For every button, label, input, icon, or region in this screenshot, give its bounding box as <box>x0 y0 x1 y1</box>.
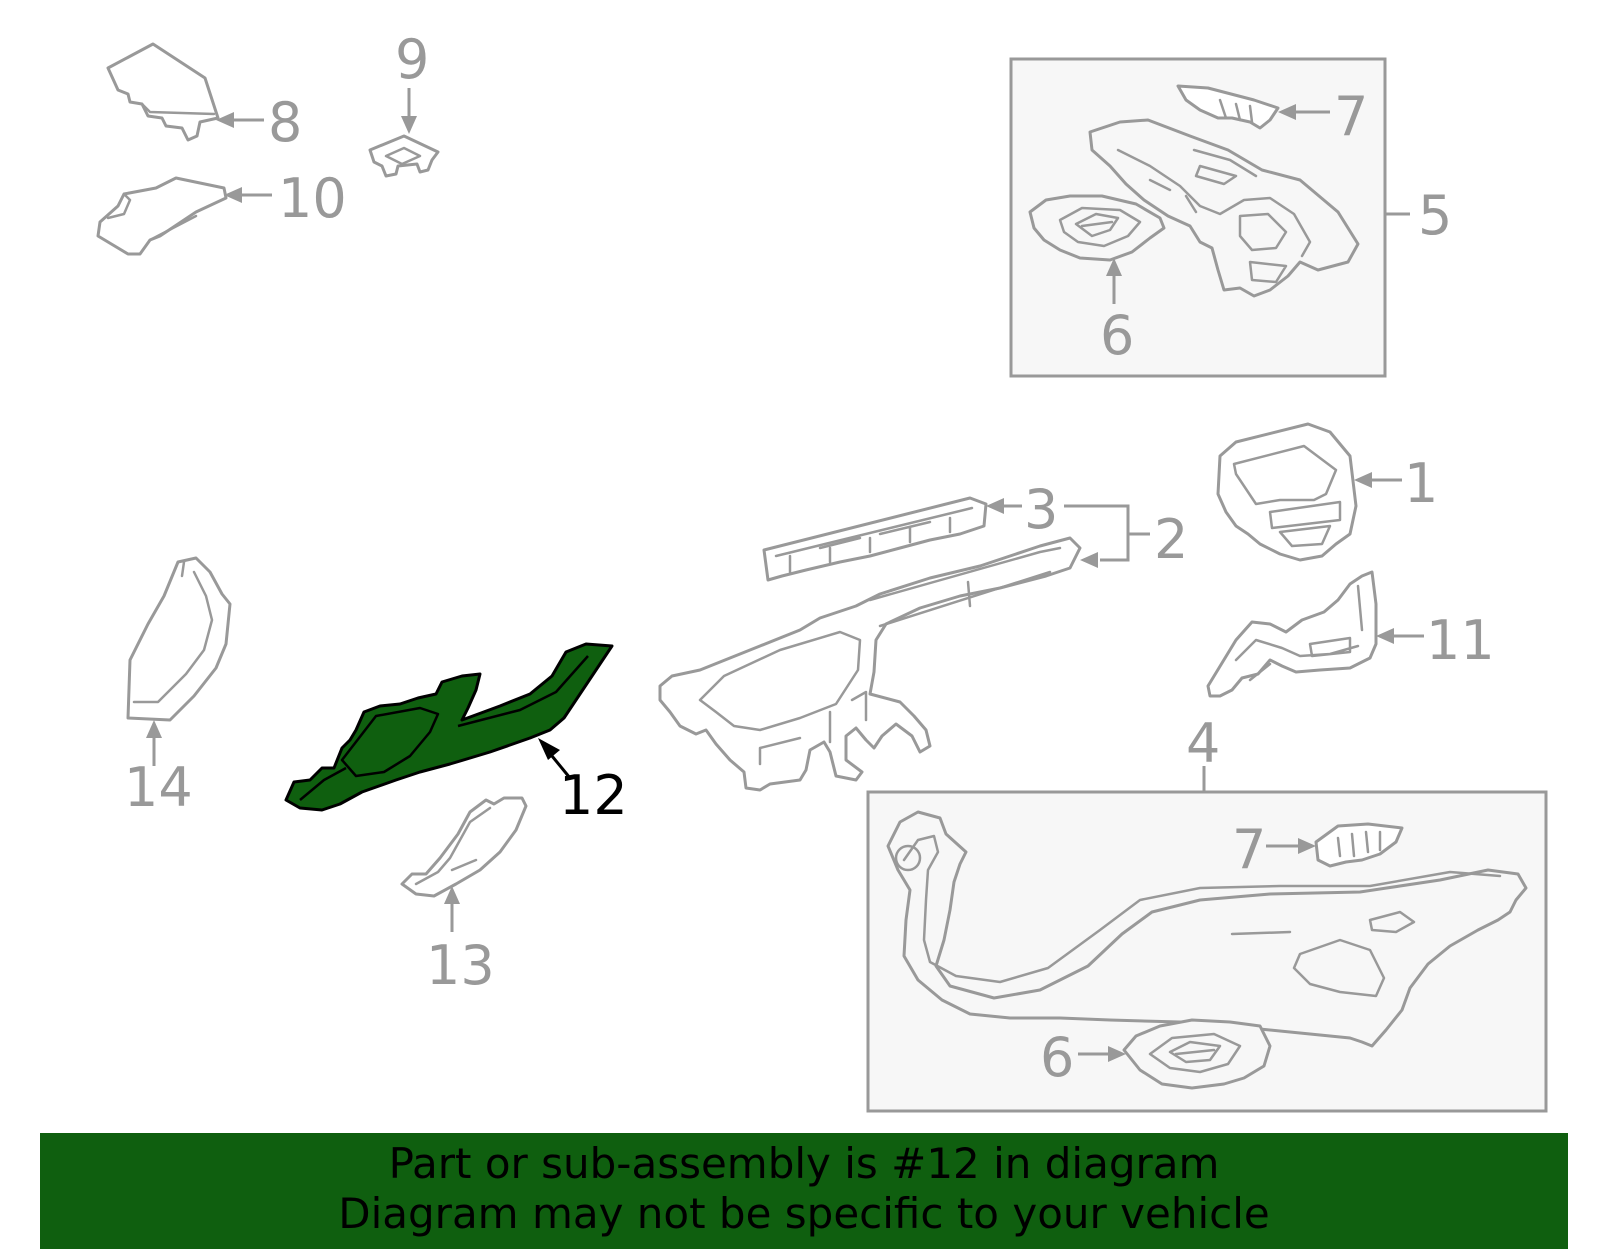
leader-7-bottom <box>1266 838 1316 854</box>
callout-7-top[interactable]: 7 <box>1334 85 1368 148</box>
part-14[interactable] <box>126 556 232 722</box>
part-8[interactable] <box>106 42 220 142</box>
callout-6-bottom[interactable]: 6 <box>1040 1026 1074 1089</box>
leader-8 <box>216 112 264 128</box>
bracket-2 <box>1064 504 1150 568</box>
part-3[interactable] <box>762 496 988 582</box>
leader-10 <box>224 187 272 203</box>
leader-9 <box>401 88 417 134</box>
callout-9[interactable]: 9 <box>395 28 429 91</box>
leader-14 <box>146 720 162 766</box>
leader-6-bottom <box>1078 1046 1126 1062</box>
part-7-top[interactable] <box>1176 84 1280 130</box>
callout-2[interactable]: 2 <box>1154 508 1188 571</box>
banner-background <box>40 1133 1568 1249</box>
callout-10[interactable]: 10 <box>278 167 347 230</box>
callout-1[interactable]: 1 <box>1404 452 1438 515</box>
callout-7-bottom[interactable]: 7 <box>1232 818 1266 881</box>
leader-11 <box>1376 628 1424 644</box>
leader-1 <box>1354 472 1402 488</box>
leader-7-top <box>1278 104 1330 120</box>
part-4[interactable] <box>886 810 1528 1048</box>
callout-5[interactable]: 5 <box>1418 184 1452 247</box>
part-9[interactable] <box>368 134 440 178</box>
callout-13[interactable]: 13 <box>426 934 495 997</box>
part-7-bottom[interactable] <box>1314 822 1404 868</box>
callout-8[interactable]: 8 <box>268 91 302 154</box>
callout-4[interactable]: 4 <box>1186 712 1220 775</box>
callout-12[interactable]: 12 <box>559 764 628 827</box>
part-2[interactable] <box>658 536 1082 792</box>
leader-13 <box>444 886 460 932</box>
callout-6-top[interactable]: 6 <box>1100 304 1134 367</box>
part-10[interactable] <box>96 176 228 256</box>
part-13[interactable] <box>400 796 528 898</box>
part-6-top[interactable] <box>1028 194 1166 262</box>
info-banner: Part or sub-assembly is #12 in diagram D… <box>40 1133 1568 1249</box>
part-12-highlighted[interactable] <box>284 642 614 812</box>
banner-line-2: Diagram may not be specific to your vehi… <box>338 1189 1270 1238</box>
part-6-bottom[interactable] <box>1122 1018 1272 1090</box>
callout-14[interactable]: 14 <box>124 756 193 819</box>
leader-12 <box>538 738 572 779</box>
banner-line-1: Part or sub-assembly is #12 in diagram <box>388 1139 1220 1188</box>
part-11[interactable] <box>1206 570 1378 698</box>
part-5[interactable] <box>1088 118 1360 298</box>
part-1[interactable] <box>1216 422 1358 562</box>
callout-3[interactable]: 3 <box>1024 478 1058 541</box>
callout-11[interactable]: 11 <box>1426 609 1495 672</box>
leader-6-top <box>1106 258 1122 304</box>
leader-3 <box>986 498 1022 514</box>
